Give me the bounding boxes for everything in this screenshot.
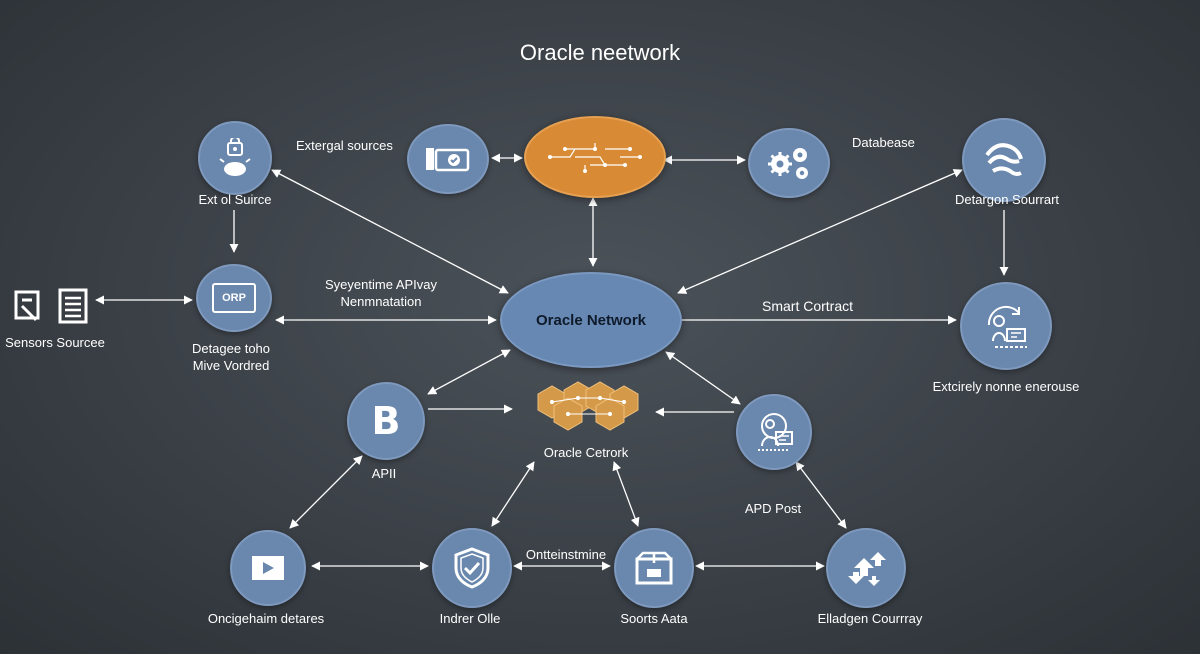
sorts-node xyxy=(614,528,694,608)
api-node: B xyxy=(347,382,425,460)
server-check-icon xyxy=(426,148,470,172)
document-icon xyxy=(14,288,88,324)
ext-sources-label: Extergal sources xyxy=(296,138,393,153)
onchain-label: Oncigehaim detares xyxy=(207,611,325,626)
orp-node: ORP xyxy=(196,264,272,332)
wave-logo-icon xyxy=(985,143,1023,176)
arrows-icon xyxy=(848,552,886,586)
apd-node xyxy=(736,394,812,470)
lock-user-icon xyxy=(219,138,251,176)
chip-text: ORP xyxy=(212,283,256,313)
sensors-node xyxy=(14,288,94,331)
onchain-node xyxy=(230,530,306,606)
arrow-apd-hub xyxy=(665,351,741,405)
cubes-icon xyxy=(537,381,639,431)
middle-text-1: Syeyentime APIvay xyxy=(325,277,437,292)
orp-label-1: Detagee toho xyxy=(191,341,271,356)
oracle-center-node xyxy=(534,380,644,437)
play-icon xyxy=(252,556,284,580)
arrow-detargon-hub xyxy=(677,169,963,294)
middle-text-2: Nenmnatation xyxy=(340,294,422,309)
oracle-network-hub: Oracle Network xyxy=(500,272,682,368)
arrow-api-hub xyxy=(427,349,511,395)
arrow-api-onchain xyxy=(289,455,363,529)
gears-icon xyxy=(768,148,808,179)
arrow-extsource-hub xyxy=(271,169,509,294)
sensors-label: Sensors Sourcee xyxy=(5,335,105,350)
ext-source-node xyxy=(198,121,272,195)
smart-contract-label: Smart Cortract xyxy=(762,298,854,314)
diagram-title: Oracle neetwork xyxy=(519,40,681,65)
externally-node xyxy=(960,282,1052,370)
bitcoin-icon: B xyxy=(371,399,401,443)
ontein-label: Ontteinstmine xyxy=(525,547,607,562)
detargon-label: Detargon Sourrart xyxy=(954,192,1060,207)
arrow-apd-elladgen xyxy=(795,461,847,529)
ext-sources-node xyxy=(407,124,489,194)
apd-label: APD Post xyxy=(744,501,802,516)
indrer-label: Indrer Olle xyxy=(439,611,501,626)
circuit-icon xyxy=(548,143,642,173)
indrer-node xyxy=(432,528,512,608)
shield-check-icon xyxy=(454,547,490,589)
ext-source-label: Ext ol Suirce xyxy=(198,192,272,207)
arrow-cubes-indrer xyxy=(491,461,535,527)
database-label: Databease xyxy=(852,135,915,150)
database-node xyxy=(748,128,830,198)
oracle-center-label: Oracle Cetrork xyxy=(543,445,629,460)
api-label: APII xyxy=(371,466,397,481)
externally-label: Extcirely nonne enerouse xyxy=(932,379,1080,394)
elladgen-label: Elladgen Courrray xyxy=(817,611,923,626)
chip-icon: ORP xyxy=(212,283,256,313)
robot-icon xyxy=(987,305,1027,348)
elladgen-node xyxy=(826,528,906,608)
sorts-label: Soorts Aata xyxy=(620,611,688,626)
detargon-node xyxy=(962,118,1046,202)
user-card-icon xyxy=(758,413,793,451)
box-icon xyxy=(635,551,673,585)
arrow-cubes-sorts xyxy=(612,461,640,527)
orp-label-2: Mive Vordred xyxy=(192,358,270,373)
blockchain-node xyxy=(524,116,666,198)
